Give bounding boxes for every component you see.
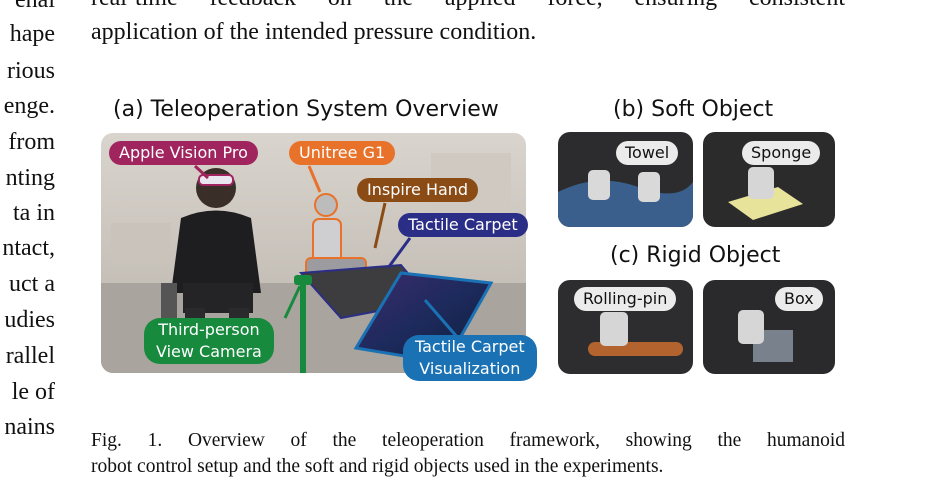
intro-line: real-time feedback on the applied force,… [91,0,845,10]
left-line: le of [11,379,55,405]
chip-sponge: Sponge [742,141,821,165]
viz-label-line1: Tactile Carpet [415,337,525,356]
left-line: enge. [3,93,55,119]
left-line: enal [15,0,55,13]
left-line: uct a [9,271,55,297]
left-line: ntact, [2,235,55,261]
label-third-person-camera: Third-person View Camera [144,318,274,364]
left-column-text: enal hape rious enge. from nting ta in n… [0,0,56,484]
figure-caption: Fig. 1. Overview of the teleoperation fr… [91,428,845,481]
camera-label-line1: Third-person [158,320,260,339]
label-apple-vision-pro: Apple Vision Pro [109,141,258,165]
panel-a-title: (a) Teleoperation System Overview [113,97,499,122]
viz-label-line2: Visualization [419,359,521,378]
left-line: udies [4,307,55,333]
left-line: nting [5,165,55,191]
label-tactile-carpet-visualization: Tactile Carpet Visualization [403,335,537,381]
left-line: hape [9,21,55,47]
label-inspire-hand: Inspire Hand [357,178,479,202]
chip-box: Box [775,287,823,311]
panel-c-title: (c) Rigid Object [610,243,781,268]
left-line: nains [4,414,55,440]
panel-b-title: (b) Soft Object [613,97,774,122]
caption-line-2: robot control setup and the soft and rig… [91,456,664,478]
chip-rolling-pin: Rolling-pin [574,287,677,311]
camera-label-line2: View Camera [156,342,262,361]
caption-line-1: Fig. 1. Overview of the teleoperation fr… [91,430,845,451]
left-line: ta in [13,200,55,226]
left-line: from [8,129,55,155]
label-unitree-g1: Unitree G1 [289,141,396,165]
left-line: rallel [5,343,55,369]
label-tactile-carpet: Tactile Carpet [398,213,528,237]
left-line: rious [7,58,55,84]
intro-line: application of the intended pressure con… [91,19,537,45]
chip-towel: Towel [616,141,679,165]
